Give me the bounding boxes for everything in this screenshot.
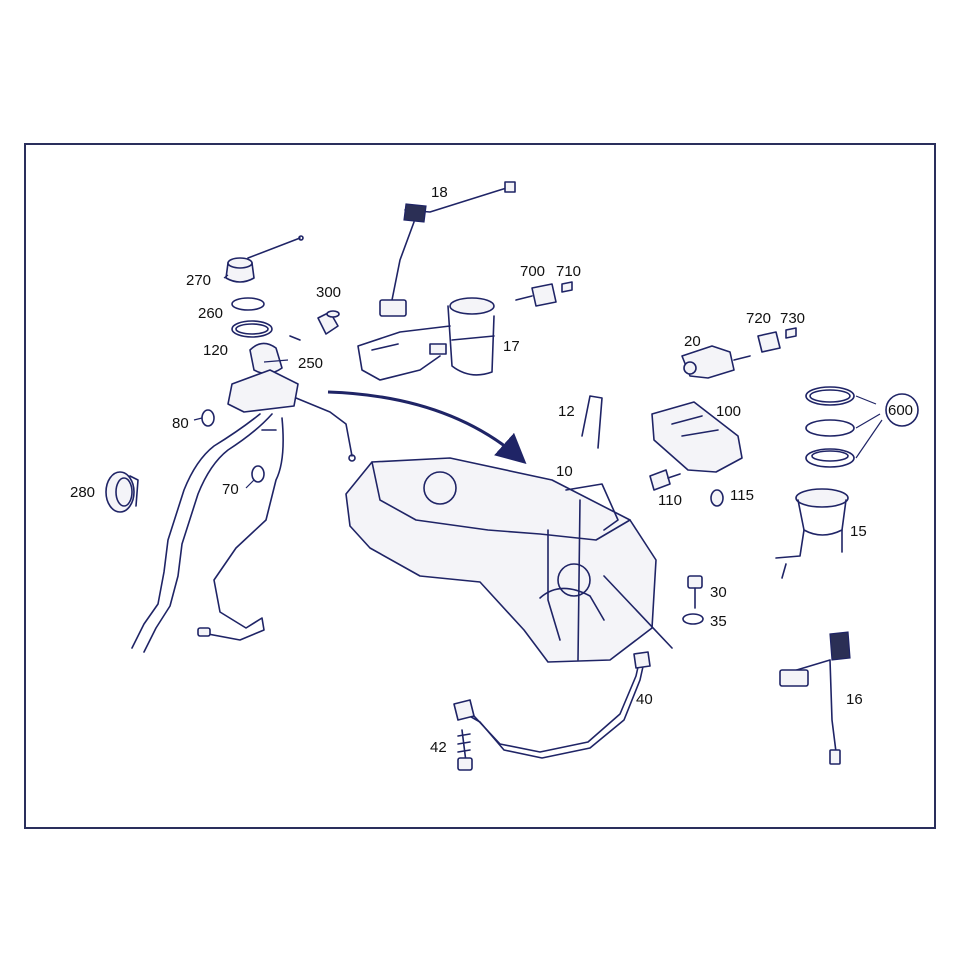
label-17: 17 (503, 338, 520, 355)
label-12: 12 (558, 403, 575, 420)
label-10: 10 (556, 463, 573, 480)
label-70: 70 (222, 481, 239, 498)
label-720: 720 (746, 310, 771, 327)
label-270: 270 (186, 272, 211, 289)
sensor-part-16 (779, 631, 851, 765)
fuel-tank-part-10 (345, 457, 673, 663)
label-260: 260 (198, 305, 223, 322)
filler-neck-assembly (131, 335, 356, 653)
bolt-part-30 (687, 575, 703, 609)
connector-part-700-710 (515, 281, 573, 307)
label-15: 15 (850, 523, 867, 540)
label-100: 100 (716, 403, 741, 420)
screw-part-42 (457, 729, 473, 771)
label-30: 30 (710, 584, 727, 601)
grommet-part-300 (317, 310, 340, 335)
sensor-part-20 (681, 345, 751, 379)
assembly-arrow (327, 390, 527, 464)
label-300: 300 (316, 284, 341, 301)
bolt-part-110 (649, 469, 681, 491)
washer-part-115 (710, 489, 724, 507)
fuel-pump-part-17 (357, 297, 495, 381)
connector-part-720-730 (757, 327, 797, 353)
heat-shield-part-100 (651, 401, 743, 473)
label-42: 42 (430, 739, 447, 756)
fuel-cap-part-270 (225, 235, 304, 283)
seal-ring-part-260 (231, 297, 265, 311)
washer-part-35 (682, 613, 704, 625)
label-18: 18 (431, 184, 448, 201)
label-600: 600 (888, 402, 913, 419)
label-120: 120 (203, 342, 228, 359)
ring-part-120 (231, 320, 273, 338)
part-labels: 18 270 260 120 300 250 700 710 17 20 720… (70, 184, 913, 756)
label-80: 80 (172, 415, 189, 432)
leader-lines (193, 274, 289, 489)
label-115: 115 (730, 487, 754, 504)
label-110: 110 (658, 492, 682, 509)
label-250: 250 (298, 355, 323, 372)
label-710: 710 (556, 263, 581, 280)
tank-strap-part-40 (453, 651, 651, 759)
label-35: 35 (710, 613, 727, 630)
label-16: 16 (846, 691, 863, 708)
ring-set-part-600 (805, 386, 919, 468)
label-20: 20 (684, 333, 701, 350)
clamp-part-280 (105, 471, 139, 513)
label-40: 40 (636, 691, 653, 708)
label-730: 730 (780, 310, 805, 327)
label-700: 700 (520, 263, 545, 280)
fuel-level-sender-part-18 (379, 181, 516, 317)
label-280: 280 (70, 484, 95, 501)
pump-part-15 (775, 488, 849, 579)
bracket-part-12 (581, 395, 603, 449)
